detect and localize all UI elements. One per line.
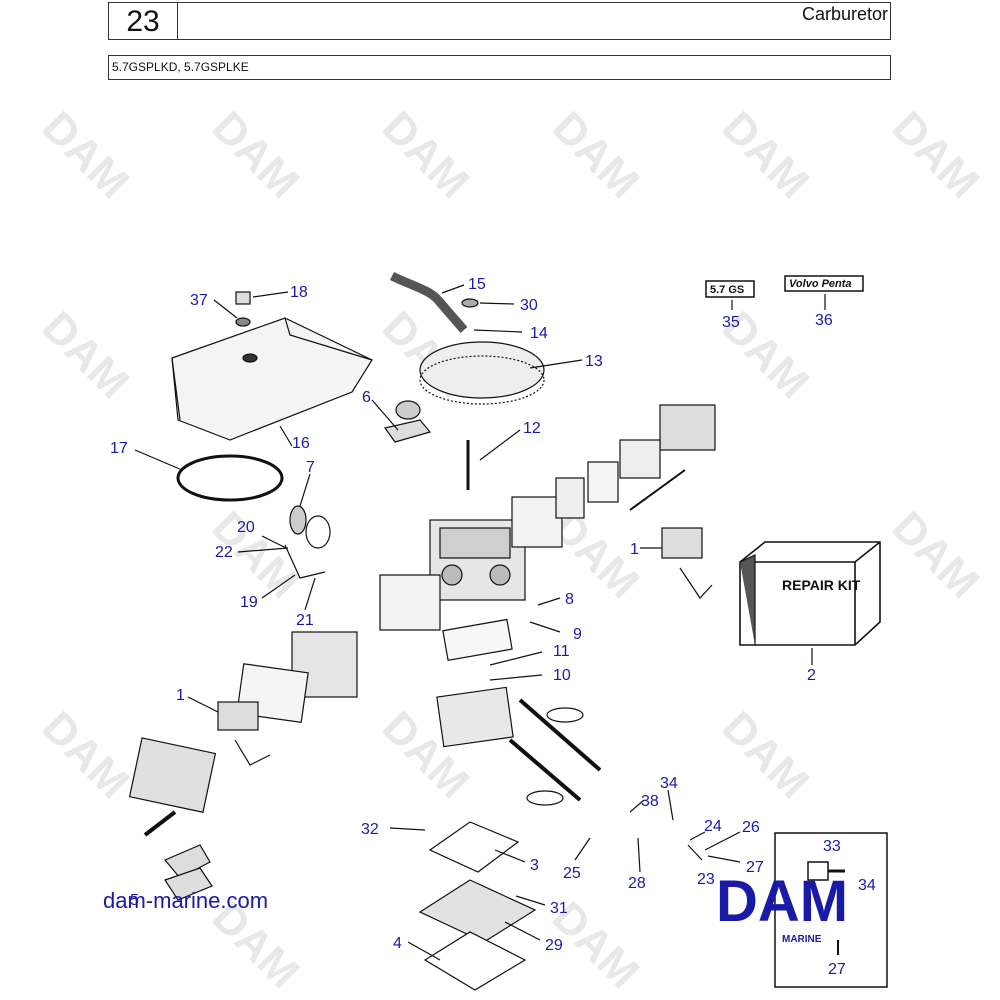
parts-drawing: REPAIR KIT 5.7 GS Volvo Penta: [128, 271, 888, 991]
page-number: 23: [109, 3, 178, 39]
callout-35: 35: [722, 314, 740, 331]
callout-38: 38: [641, 793, 659, 810]
callout-37: 37: [190, 292, 208, 309]
callout-22: 22: [215, 544, 233, 561]
callout-10: 10: [553, 667, 571, 684]
accelerator-pump-left: [217, 701, 259, 731]
callout-18: 18: [290, 284, 308, 301]
callout-36: 36: [815, 312, 833, 329]
wing-nut: [235, 291, 251, 305]
callout-5: 5: [130, 892, 139, 909]
callout-32: 32: [361, 821, 379, 838]
callout-17: 17: [110, 440, 128, 457]
header-box: 23 Carburetor: [108, 2, 891, 40]
callout-3: 3: [530, 857, 539, 874]
repair-kit-label: REPAIR KIT: [782, 577, 861, 593]
callout-19: 19: [240, 594, 258, 611]
badge-volvo-penta-text: Volvo Penta: [789, 278, 852, 290]
callout-11: 11: [553, 643, 570, 660]
throttle-body: [436, 686, 514, 748]
callout-2: 2: [807, 667, 816, 684]
adapter-plate: [418, 879, 537, 943]
dam-logo: DAM MARINE: [716, 869, 848, 945]
callout-6: 6: [362, 389, 371, 406]
callout-16: 16: [292, 435, 310, 452]
metering-plate: [379, 574, 441, 631]
badge-57gs: [705, 280, 755, 298]
callout-24: 24: [704, 818, 722, 835]
callout-15: 15: [468, 276, 486, 293]
vent-hose: [389, 271, 468, 333]
watermark-2: DAM: [203, 102, 309, 208]
page-title: Carburetor: [801, 4, 888, 24]
callout-34-detail: 34: [858, 877, 876, 894]
callout-26: 26: [742, 819, 760, 836]
detail-box: [774, 832, 888, 988]
dam-logo-text: DAM: [716, 869, 848, 934]
website-link[interactable]: dam-marine.com: [103, 888, 269, 913]
callout-25: 25: [563, 865, 581, 882]
fuel-bowl-right: [659, 404, 716, 451]
base-gasket: [428, 821, 520, 873]
watermark-6: DAM: [883, 102, 989, 208]
watermark-5: DAM: [713, 102, 819, 208]
callout-27: 27: [746, 859, 764, 876]
watermark-7: DAM: [33, 302, 139, 408]
callout-31: 31: [550, 900, 568, 917]
float: [289, 505, 307, 535]
gasket-plate: [442, 618, 513, 662]
watermark-12: DAM: [883, 502, 989, 608]
callout-8: 8: [565, 591, 574, 608]
watermark-4: DAM: [543, 102, 649, 208]
badge-volvo-penta: [784, 275, 864, 292]
fuel-bowl-gasket: [619, 439, 661, 479]
callout-29: 29: [545, 937, 563, 954]
callout-1-right: 1: [630, 541, 639, 558]
watermark-1: DAM: [33, 102, 139, 208]
callout-14: 14: [530, 325, 548, 342]
models-line: 5.7GSPLKD, 5.7GSPLKE: [108, 55, 891, 80]
dam-logo-subtext: MARINE: [782, 934, 822, 945]
watermark-15: DAM: [713, 702, 819, 808]
callout-numbers: 1 1 2 3 4 5 6 7 8 9 10 11 12 13 14 15 16…: [110, 276, 876, 978]
badge-57gs-text: 5.7 GS: [710, 284, 744, 296]
callout-12: 12: [523, 420, 541, 437]
repair-kit-box: [739, 541, 881, 646]
watermark-3: DAM: [373, 102, 479, 208]
callout-27-detail: 27: [828, 961, 846, 978]
choke-diaphragm: [383, 419, 432, 443]
watermark-13: DAM: [33, 702, 139, 808]
callout-21: 21: [296, 612, 314, 629]
callout-1-left: 1: [176, 687, 185, 704]
accelerator-pump-right: [661, 527, 703, 559]
side-plate: [511, 496, 563, 548]
callout-4: 4: [393, 935, 402, 952]
callout-30: 30: [520, 297, 538, 314]
callout-13: 13: [585, 353, 603, 370]
flame-arrestor: [419, 341, 545, 399]
callout-20: 20: [237, 519, 255, 536]
callout-33: 33: [823, 838, 841, 855]
air-cleaner-gasket: [176, 454, 284, 502]
air-cleaner-housing: [171, 317, 373, 441]
callout-34: 34: [660, 775, 678, 792]
washer: [235, 317, 251, 327]
choke-housing: [128, 737, 217, 813]
callout-28: 28: [628, 875, 646, 892]
callout-7: 7: [306, 459, 315, 476]
callout-23: 23: [697, 871, 715, 888]
callout-9: 9: [573, 626, 582, 643]
lower-gasket: [423, 931, 527, 991]
